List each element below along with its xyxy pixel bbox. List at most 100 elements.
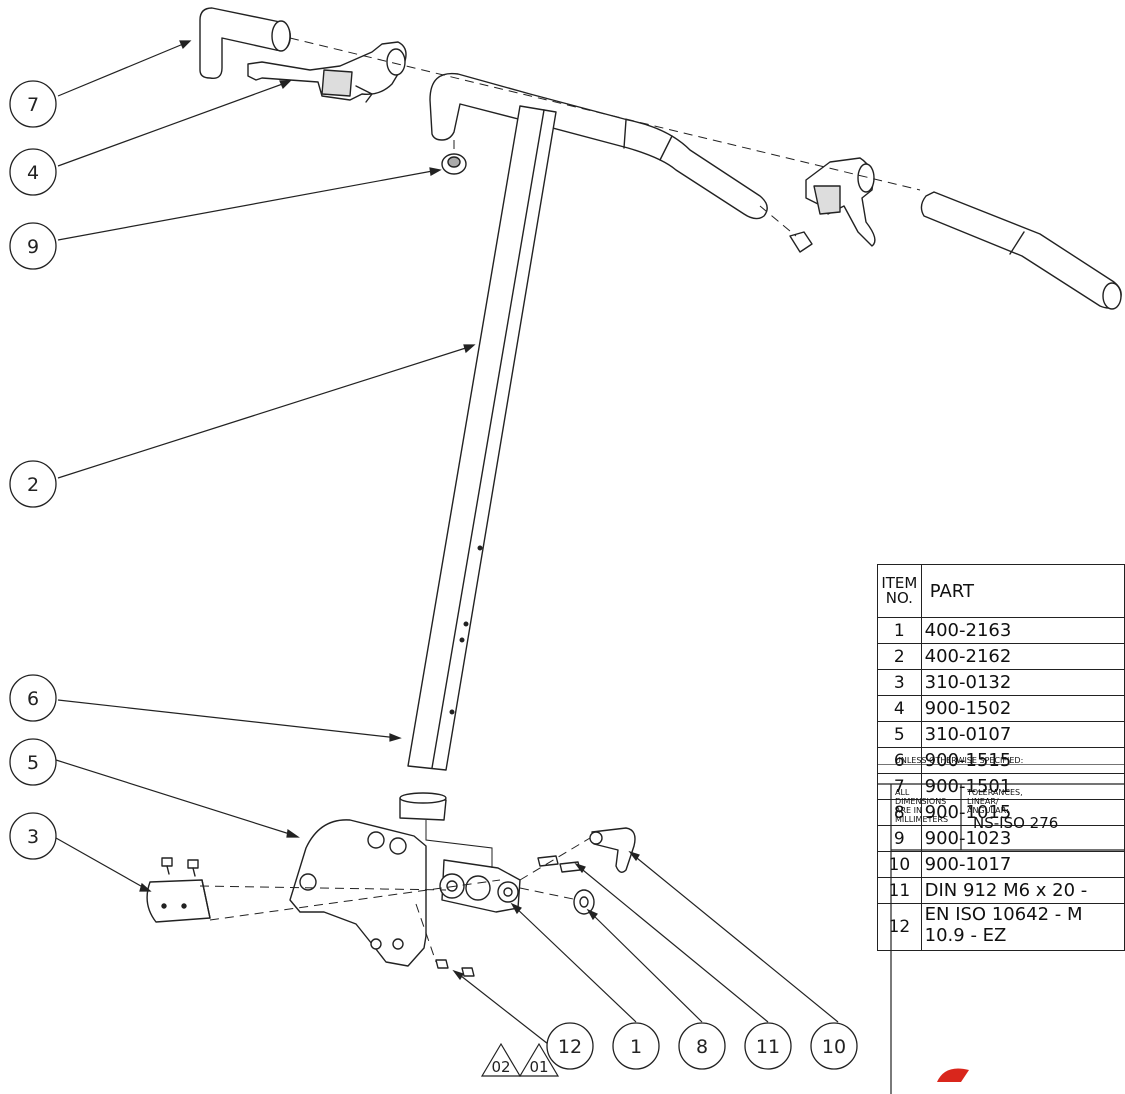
assembly-lines bbox=[199, 37, 921, 963]
unless-specified-label: UNLESS OTHERWISE SPECIFIED: bbox=[895, 756, 1024, 765]
bom-item-no: 2 bbox=[877, 643, 922, 670]
balloon-label: 11 bbox=[756, 1036, 780, 1058]
balloon-label: 7 bbox=[27, 94, 39, 116]
revision-triangle-01: 01 bbox=[518, 1042, 560, 1077]
balloon-circle bbox=[678, 1022, 726, 1070]
bom-item-no: 4 bbox=[877, 695, 922, 722]
bom-part-number: 400-2163 bbox=[920, 617, 1125, 644]
bolts-part bbox=[537, 855, 581, 873]
balloon-7: 7 bbox=[9, 80, 57, 128]
right-cap-part bbox=[789, 231, 813, 253]
cover-part bbox=[146, 879, 211, 923]
bom-header-row: ITEM NO. PART bbox=[877, 564, 1125, 618]
balloon-circle bbox=[546, 1022, 594, 1070]
balloon-circle bbox=[810, 1022, 858, 1070]
handlebar-part bbox=[429, 72, 768, 220]
bom-header-part: PART bbox=[920, 564, 1125, 618]
bom-item-no: 9 bbox=[877, 825, 922, 852]
clamp-block-part bbox=[439, 859, 521, 913]
tolerance-standard: NS-ISO 276 bbox=[973, 814, 1059, 832]
balloon-label: 5 bbox=[27, 752, 39, 774]
balloon-label: 8 bbox=[696, 1036, 708, 1058]
balloon-circle bbox=[9, 738, 57, 786]
bom-part-text: 900-1515 bbox=[924, 750, 1012, 771]
company-logo bbox=[937, 1068, 969, 1082]
balloon-label: 9 bbox=[27, 236, 39, 258]
balloon-10: 10 bbox=[810, 1022, 858, 1070]
lever-screw-part bbox=[589, 827, 636, 873]
screws-bottom-part bbox=[435, 959, 475, 977]
right-grip-part bbox=[920, 191, 1122, 310]
bom-part-text: 900-1501 bbox=[924, 776, 1012, 797]
bom-part-number: 900-1502 bbox=[920, 695, 1125, 722]
bom-part-text: 400-2162 bbox=[924, 646, 1012, 667]
bom-item-no: 1 bbox=[877, 617, 922, 644]
bom-part-number: 400-2162 bbox=[920, 643, 1125, 670]
stem-tube-part bbox=[407, 105, 557, 771]
balloon-circle bbox=[9, 148, 57, 196]
right-brake-lever-part bbox=[805, 157, 876, 247]
leader-lines bbox=[55, 40, 839, 1045]
bom-part-number: 310-0107 bbox=[920, 721, 1125, 748]
bracket-plate-part bbox=[289, 819, 427, 967]
bom-part-text: 310-0132 bbox=[924, 672, 1012, 693]
tolerances-label: TOLERANCES, LINEAR/ ANGULAR: bbox=[967, 788, 1023, 815]
bom-item-no: 3 bbox=[877, 669, 922, 696]
balloon-label: 6 bbox=[27, 688, 39, 710]
bom-part-number: 900-1015 bbox=[920, 799, 1125, 826]
screws-left-part bbox=[161, 857, 199, 877]
bom-item-no: 11 bbox=[877, 877, 922, 904]
balloon-circle bbox=[612, 1022, 660, 1070]
bom-item-no: 5 bbox=[877, 721, 922, 748]
bom-header-item-no: ITEM NO. bbox=[877, 564, 922, 618]
bom-item-no: 12 bbox=[877, 903, 922, 951]
bom-part-text: 900-1017 bbox=[924, 854, 1012, 875]
revision-triangle-02: 02 bbox=[480, 1042, 522, 1077]
title-block-frame bbox=[877, 764, 1125, 1094]
balloon-5: 5 bbox=[9, 738, 57, 786]
revision-label: 02 bbox=[491, 1058, 510, 1076]
stem-center-line bbox=[425, 820, 493, 868]
bom-part-text: EN ISO 10642 - M bbox=[924, 904, 1083, 925]
balloon-label: 12 bbox=[558, 1036, 582, 1058]
balloon-label: 2 bbox=[27, 474, 39, 496]
balloon-label: 4 bbox=[27, 162, 39, 184]
balloon-9: 9 bbox=[9, 222, 57, 270]
bom-header-item-line2: NO. bbox=[885, 589, 913, 607]
balloon-circle bbox=[744, 1022, 792, 1070]
balloon-4: 4 bbox=[9, 148, 57, 196]
balloon-6: 6 bbox=[9, 674, 57, 722]
bom-part-text: 900-1015 bbox=[924, 802, 1012, 823]
bom-item-no: 10 bbox=[877, 851, 922, 878]
bom-part-text-line2: 10.9 - EZ bbox=[924, 925, 1007, 946]
balloon-12: 12 bbox=[546, 1022, 594, 1070]
bom-part-number: 310-0132 bbox=[920, 669, 1125, 696]
title-block: UNLESS OTHERWISE SPECIFIED: ALL DIMENSIO… bbox=[877, 756, 1125, 1094]
bom-header-part-label: PART bbox=[929, 580, 974, 602]
bom-header-item-line1: ITEM bbox=[881, 574, 918, 592]
balloon-3: 3 bbox=[9, 812, 57, 860]
bom-part-text: 900-1502 bbox=[924, 698, 1012, 719]
bom-part-text: DIN 912 M6 x 20 - bbox=[924, 880, 1088, 901]
bom-part-text: 400-2163 bbox=[924, 620, 1012, 641]
knob-part bbox=[573, 889, 595, 915]
balloon-2: 2 bbox=[9, 460, 57, 508]
bom-part-text: 900-1023 bbox=[924, 828, 1012, 849]
balloon-label: 10 bbox=[822, 1036, 846, 1058]
balloon-1: 1 bbox=[612, 1022, 660, 1070]
revision-label: 01 bbox=[529, 1058, 548, 1076]
balloon-label: 3 bbox=[27, 826, 39, 848]
balloon-11: 11 bbox=[744, 1022, 792, 1070]
left-grip-part bbox=[199, 7, 291, 79]
balloon-circle bbox=[9, 674, 57, 722]
